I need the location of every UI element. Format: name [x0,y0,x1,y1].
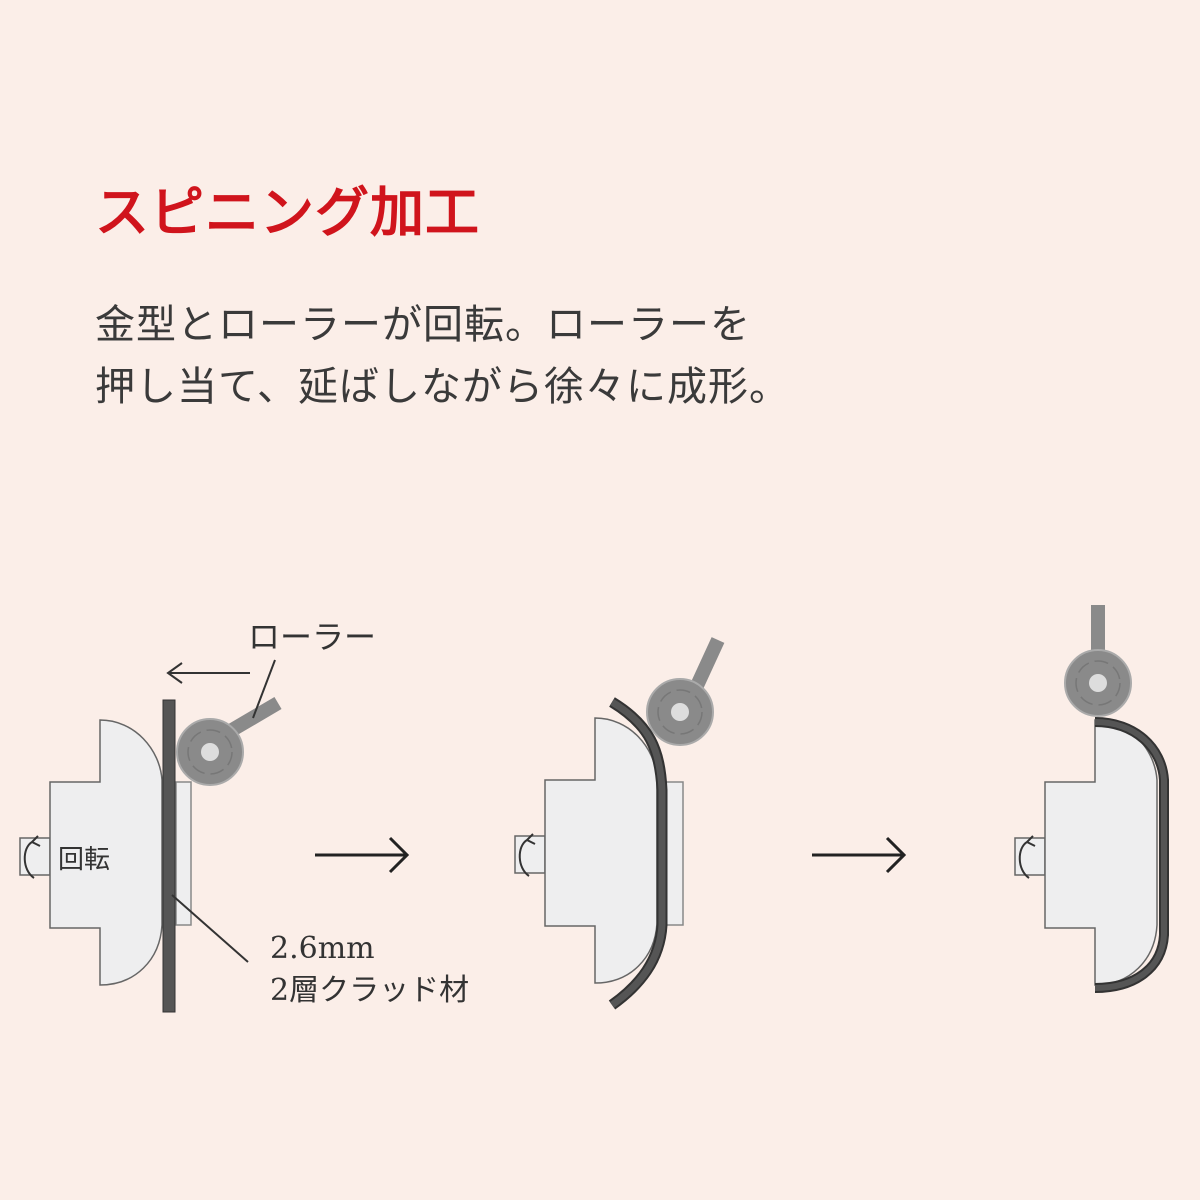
clad-plate [162,699,176,1013]
plate-leader [171,894,249,963]
roller-arm [228,696,282,737]
thickness-label: 2.6mm [270,931,375,966]
roller-leader [252,659,276,719]
rotation-label: 回転 [58,845,110,875]
roller [176,718,244,786]
stage-3 [1014,605,1169,993]
arrow-right-icon [812,836,907,874]
arrow-right-icon [315,836,410,874]
backing-block [175,781,192,926]
page-title: スピニング加工 [95,180,480,244]
roller-label: ローラー [248,618,376,656]
stage-2 [514,637,725,1010]
description-line-2: 押し当て、延ばしながら徐々に成形。 [95,364,790,410]
stage-1: ローラー 回転 2.6mm 2層クラッド材 [19,618,469,1013]
description-line-1: 金型とローラーが回転。ローラーを [95,302,751,348]
movement-arrow [166,662,250,684]
material-label: 2層クラッド材 [270,973,469,1008]
